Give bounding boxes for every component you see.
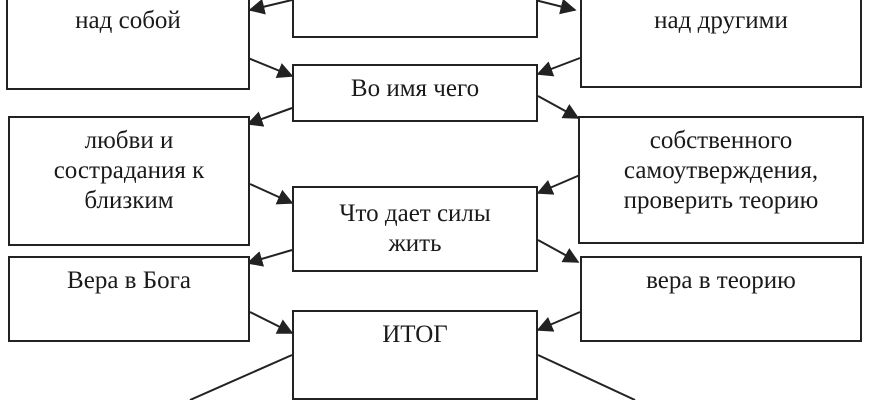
- box-in-the-name-of: Во имя чего: [292, 64, 538, 122]
- box-self-assertion-text: собственного самоутверждения, проверить …: [623, 127, 819, 214]
- arrow-right-row3-in: [536, 311, 581, 332]
- arrow-right-row2-out: [537, 95, 580, 119]
- box-over-others: над другими: [580, 0, 862, 88]
- box-result-text: ИТОГ: [382, 321, 448, 348]
- arrow-left-row3-out: [246, 249, 293, 267]
- box-faith-in-theory: вера в теорию: [580, 256, 862, 342]
- arrow-right-row1-in: [536, 57, 581, 77]
- box-love-compassion-text: любви и сострадания к близким: [53, 127, 205, 214]
- box-in-the-name-of-text: Во имя чего: [350, 75, 480, 102]
- arrow-left-row2-in: [249, 183, 294, 205]
- arrow-top-right: [534, 0, 577, 15]
- arrow-right-row2-in: [536, 174, 581, 195]
- arrow-left-row1-in: [247, 57, 294, 78]
- arrow-right-row3-out: [537, 239, 580, 263]
- box-over-self: над собой: [6, 0, 250, 90]
- box-faith-in-god-text: Вера в Бога: [67, 267, 191, 294]
- box-faith-in-theory-text: вера в теорию: [646, 267, 796, 294]
- box-top-center: [292, 0, 538, 38]
- result-line-left: [189, 354, 293, 400]
- result-line-right: [537, 354, 636, 400]
- arrow-top-left: [248, 0, 293, 15]
- box-strength-to-live-text: Что дает силы жить: [339, 200, 491, 257]
- box-self-assertion: собственного самоутверждения, проверить …: [578, 116, 864, 244]
- box-love-compassion: любви и сострадания к близким: [8, 116, 250, 246]
- box-faith-in-god: Вера в Бога: [8, 256, 250, 342]
- box-over-self-text: над собой: [75, 7, 181, 34]
- arrow-left-row2-out: [246, 107, 293, 127]
- box-result: ИТОГ: [292, 310, 538, 400]
- arrow-left-row3-in: [249, 311, 294, 334]
- box-over-others-text: над другими: [654, 7, 788, 34]
- box-strength-to-live: Что дает силы жить: [292, 186, 538, 272]
